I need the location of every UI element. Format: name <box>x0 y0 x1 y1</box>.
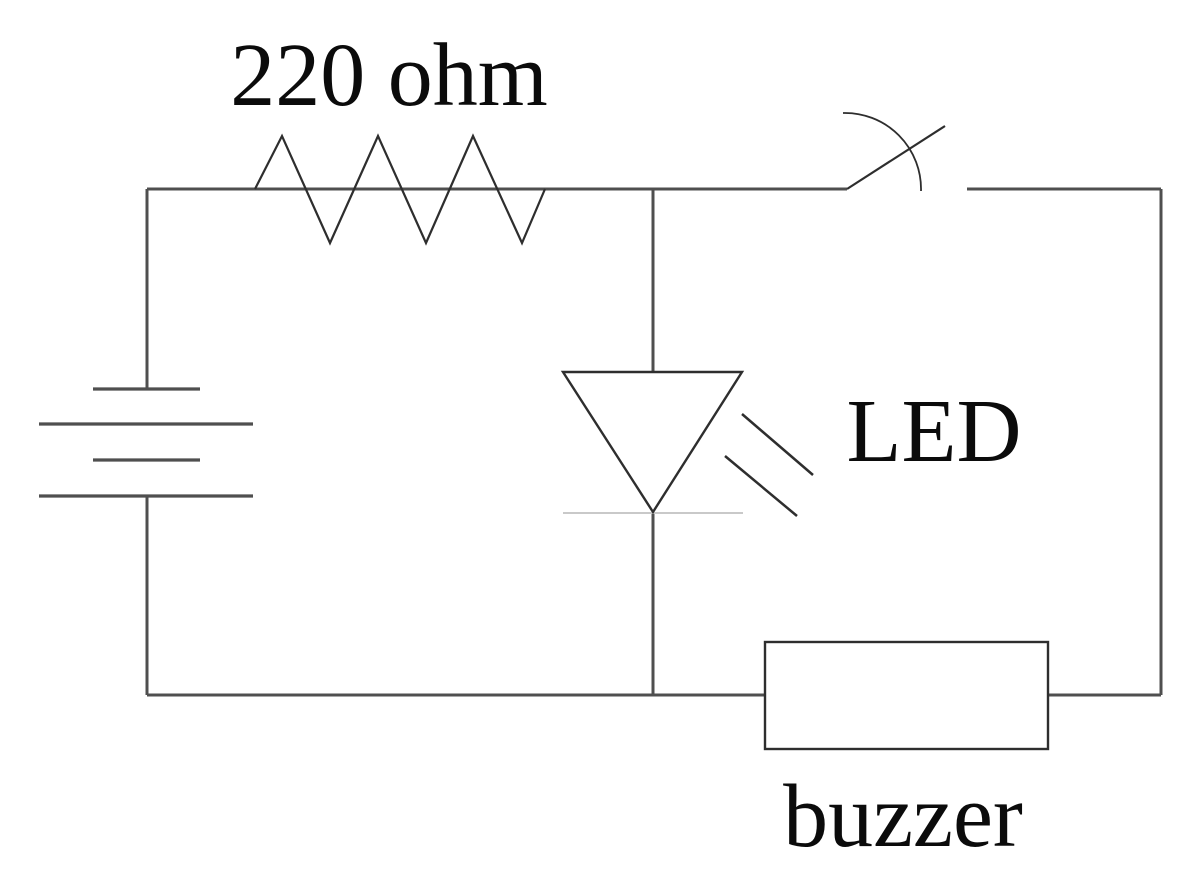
switch-symbol <box>842 112 946 192</box>
resistor-symbol <box>254 133 547 246</box>
led-ray-2 <box>724 455 798 517</box>
buzzer-box <box>763 640 1050 751</box>
led-label: LED <box>847 382 1022 481</box>
led-triangle <box>560 370 745 515</box>
resistor-value-label: 220 ohm <box>230 26 548 125</box>
battery-symbol <box>39 387 253 498</box>
buzzer-symbol <box>763 640 1050 751</box>
buzzer-label: buzzer <box>783 767 1023 866</box>
led-symbol <box>560 370 814 517</box>
switch-arc <box>842 112 922 192</box>
resistor-zigzag <box>254 133 547 246</box>
switch-lever <box>846 125 946 190</box>
led-ray-1 <box>741 413 814 476</box>
